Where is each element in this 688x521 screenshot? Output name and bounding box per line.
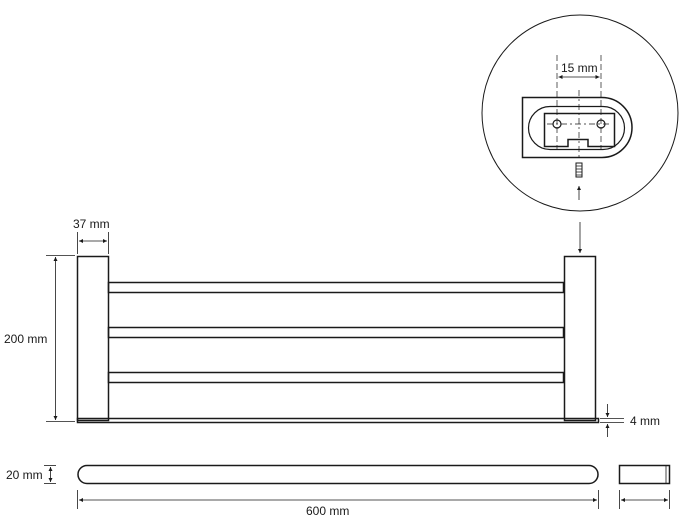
dimension-base-thickness: 4 mm [600, 404, 660, 437]
right-post [563, 255, 597, 422]
dimension-label-base-thickness: 4 mm [630, 414, 660, 428]
dimension-label-post-width: 37 mm [73, 217, 110, 231]
dimension-label-height: 200 mm [4, 332, 47, 346]
front-view [76, 255, 600, 424]
rail-3 [107, 371, 565, 384]
screw-icon [575, 162, 583, 178]
left-post [76, 255, 110, 422]
dimension-label-depth: 20 mm [6, 468, 43, 482]
side-view [618, 464, 671, 509]
shelf-top-outline [77, 464, 599, 485]
mounting-detail: 15 mm [481, 14, 679, 253]
base-plate [76, 417, 600, 424]
rail-1 [107, 281, 565, 294]
rail-2 [107, 326, 565, 339]
dimension-label-length: 600 mm [306, 504, 349, 518]
dimension-label-hole-spacing: 15 mm [561, 61, 598, 75]
dimension-post-width: 37 mm [73, 217, 110, 254]
dimension-height: 200 mm [4, 255, 75, 422]
top-view: 20 mm 600 mm [6, 464, 599, 518]
mount-bracket [521, 96, 633, 159]
mount-plate [543, 112, 616, 148]
